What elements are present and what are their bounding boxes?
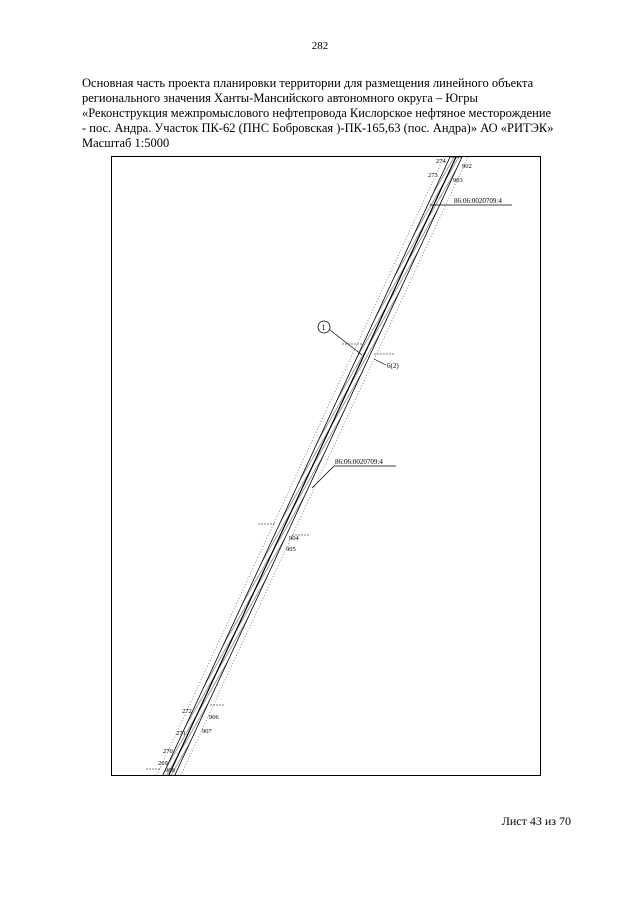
scale-label: Масштаб 1:5000 [82,136,170,150]
heading-line: Основная часть проекта планировки террит… [82,76,534,90]
row-boundary-left [156,157,445,775]
map-frame: 86:06:0020709:4 1 6(2) 86:06:0020709:4 2… [111,156,541,776]
parcel-label: 86:06:0020709:4 [454,197,502,205]
point-label: 902 [462,163,472,170]
point-label: 905 [286,546,296,553]
contour-leader [373,358,387,366]
row-boundary-right [180,157,469,775]
point-label: 274 [436,158,447,165]
point-label: 270 [163,748,173,755]
page-number: 282 [311,40,329,52]
point-label: 907 [202,728,213,735]
point-label: 269 [158,760,168,767]
parcel-label: 86:06:0020709:4 [335,458,383,466]
point-label: 904 [289,535,300,542]
zone-marker-leader [329,329,363,356]
planning-map: 86:06:0020709:4 1 6(2) 86:06:0020709:4 2… [146,157,512,775]
document-heading: Основная часть проекта планировки террит… [82,76,578,151]
point-label: 903 [453,177,463,184]
pipeline-axis [168,157,457,775]
heading-line: регионального значения Ханты-Мансийского… [82,91,478,105]
parcel-leader [311,465,335,489]
point-label: 906 [209,714,220,721]
contour-label: 6(2) [387,362,399,370]
heading-line: «Реконструкция межпромыслового нефтепров… [82,106,552,120]
point-label: 908 [165,767,175,774]
heading-line: - пос. Андра. Участок ПК-62 (ПНС Бобровс… [82,121,554,135]
point-label: 271 [176,730,186,737]
sheet-number: Лист 43 из 70 [501,814,571,828]
point-label: 273 [428,172,438,179]
point-label: 272 [182,708,192,715]
zone-marker-circle [317,320,331,334]
zone-marker-number: 1 [322,323,326,332]
